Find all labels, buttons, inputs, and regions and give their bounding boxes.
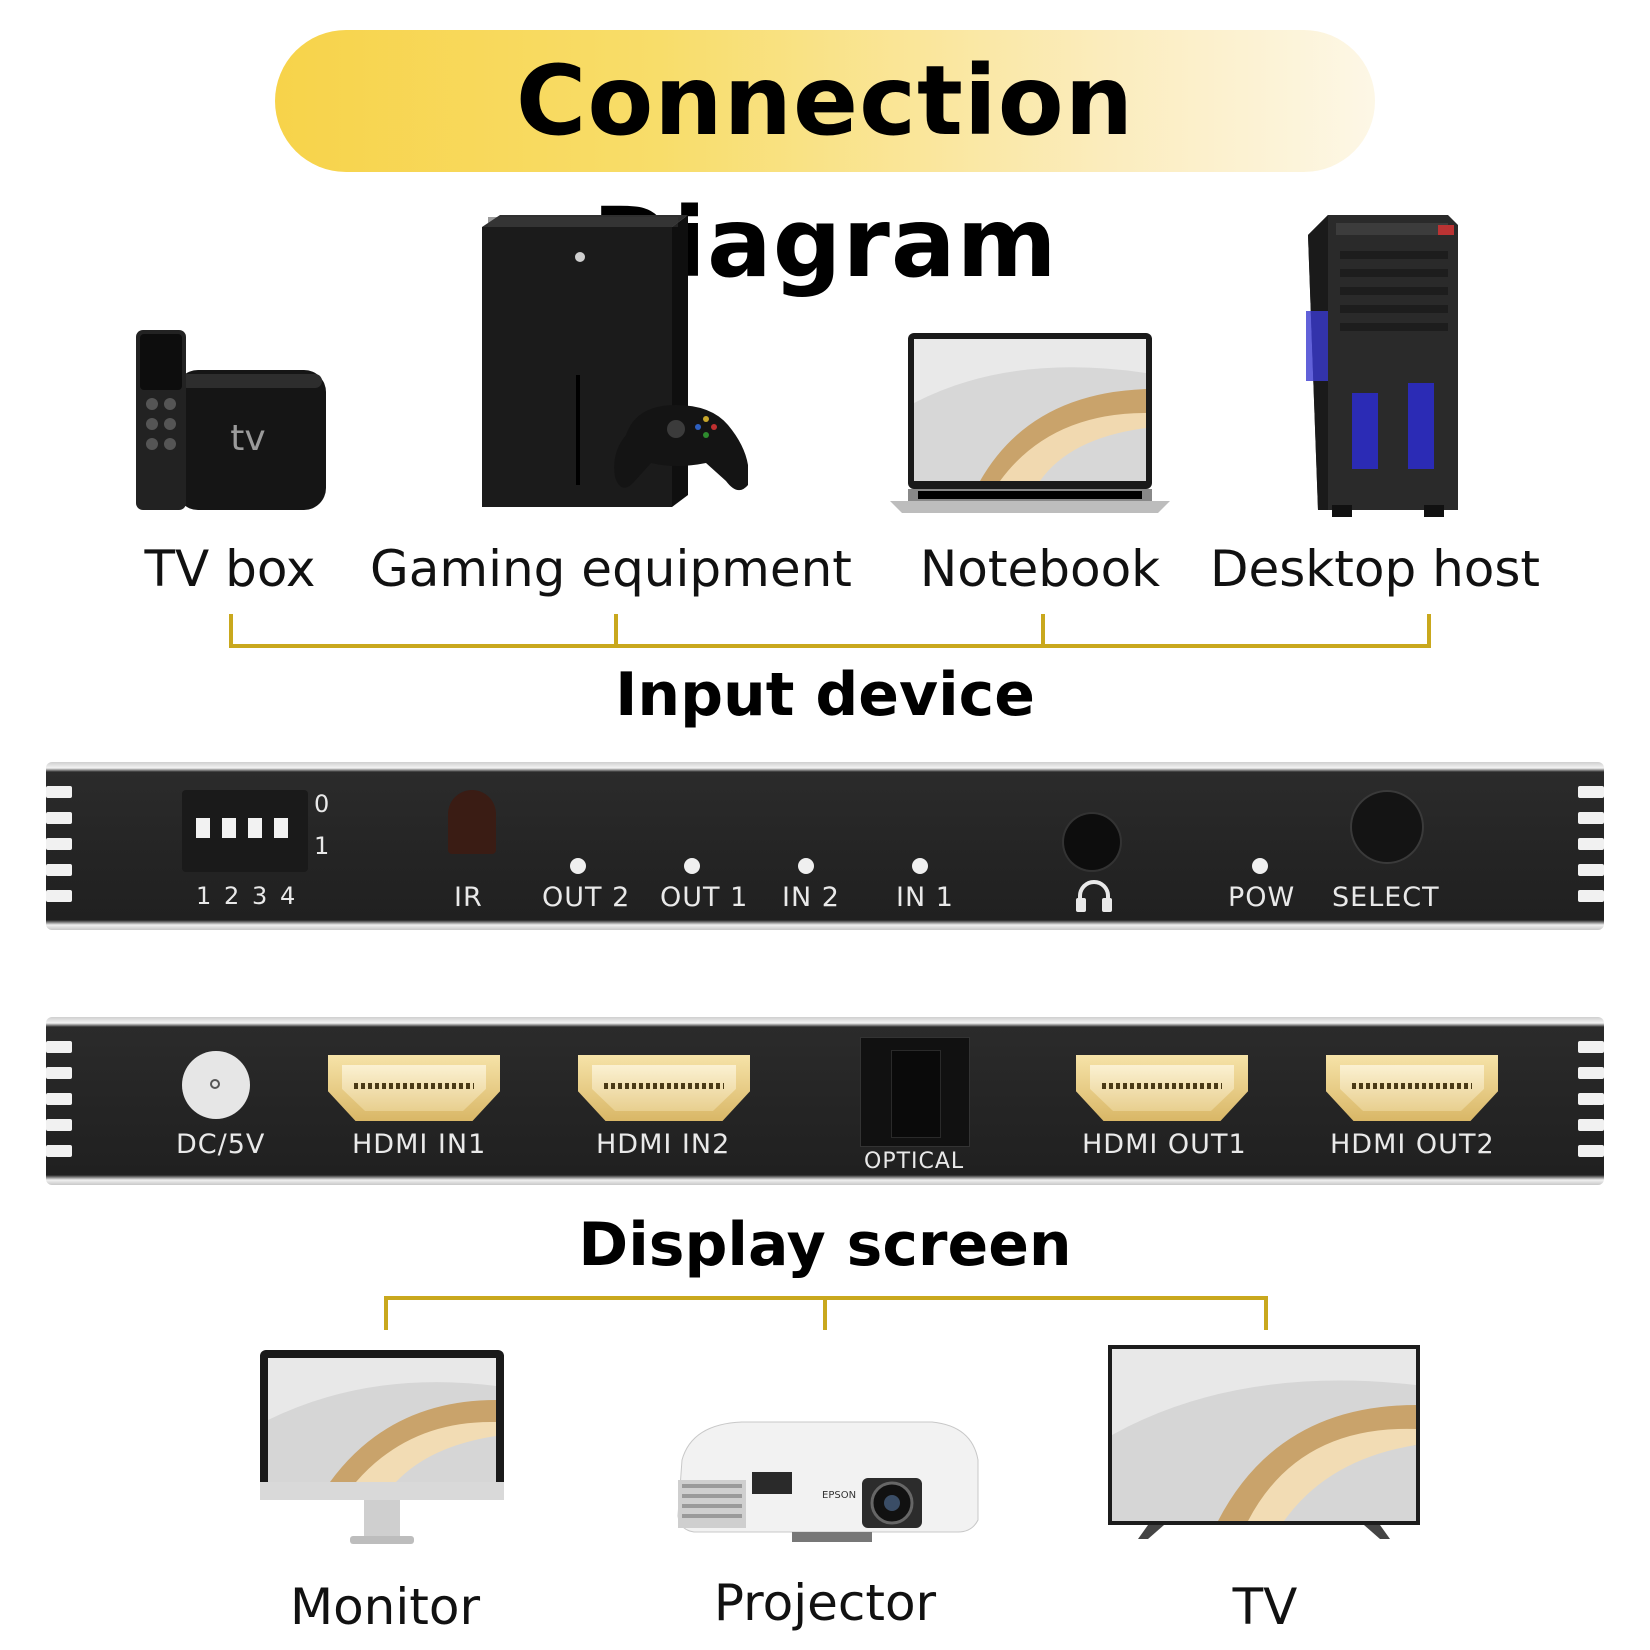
headphone-icon [1076,880,1112,912]
ir-window [448,790,496,854]
ir-label: IR [454,882,483,913]
dc-label: DC/5V [176,1129,266,1160]
desktop-tower-icon [1306,215,1458,517]
hdmi-out1-port[interactable] [1076,1055,1248,1121]
hdmi-out2-label: HDMI OUT2 [1330,1129,1495,1160]
dc-power-jack[interactable] [182,1051,250,1119]
in1-led [912,858,928,874]
hdmi-out2-port[interactable] [1326,1055,1498,1121]
hdmi-in2-label: HDMI IN2 [596,1129,731,1160]
monitor-icon [260,1350,504,1544]
headphone-jack[interactable] [1064,814,1120,870]
left-vent [46,1041,72,1171]
desktop-host-label: Desktop host [1209,540,1541,598]
dip-number-4: 4 [280,882,297,910]
projector-icon: EPSON [677,1421,979,1542]
tv-label: TV [1232,1578,1298,1636]
rear-panel: DC/5V HDMI IN1 HDMI IN2 OPTICAL HDMI OUT… [46,1017,1604,1185]
dip-state-1: 1 [314,832,331,860]
out2-led [570,858,586,874]
page-title: Connection Diagram [515,45,1135,299]
hdmi-in1-label: HDMI IN1 [352,1129,487,1160]
tv-icon [1108,1345,1420,1539]
dip-number-2: 2 [224,882,241,910]
monitor-label: Monitor [289,1578,481,1636]
laptop-icon [890,333,1170,513]
optical-label: OPTICAL [864,1149,965,1174]
in1-label: IN 1 [896,882,954,913]
front-panel: 0 1 1 2 3 4 IR OUT 2 OUT 1 IN 2 IN 1 POW… [46,762,1604,930]
dip-state-0: 0 [314,790,331,818]
right-vent [1578,786,1604,916]
display-screen-heading: Display screen [578,1210,1072,1280]
hdmi-in2-port[interactable] [578,1055,750,1121]
dip-switch[interactable] [182,790,308,872]
dip-number-1: 1 [196,882,213,910]
out1-label: OUT 1 [660,882,749,913]
gaming-equipment-label: Gaming equipment [370,540,852,598]
out1-led [684,858,700,874]
in2-label: IN 2 [782,882,840,913]
right-vent [1578,1041,1604,1171]
projector-label: Projector [713,1574,937,1632]
optical-port[interactable] [860,1037,970,1147]
game-console-icon [482,215,748,507]
svg-text:tv: tv [230,418,265,459]
title-banner [275,30,1375,172]
dip-number-3: 3 [252,882,269,910]
select-label: SELECT [1332,882,1440,913]
power-led [1252,858,1268,874]
hdmi-out1-label: HDMI OUT1 [1082,1129,1247,1160]
tv-box-label: TV box [144,540,316,598]
input-device-heading: Input device [615,660,1035,730]
in2-led [798,858,814,874]
notebook-label: Notebook [919,540,1161,598]
tv-box-icon: tv [136,330,326,510]
left-vent [46,786,72,916]
select-button[interactable] [1352,792,1422,862]
out2-label: OUT 2 [542,882,631,913]
pow-label: POW [1228,882,1296,913]
hdmi-in1-port[interactable] [328,1055,500,1121]
svg-text:EPSON: EPSON [822,1490,856,1501]
